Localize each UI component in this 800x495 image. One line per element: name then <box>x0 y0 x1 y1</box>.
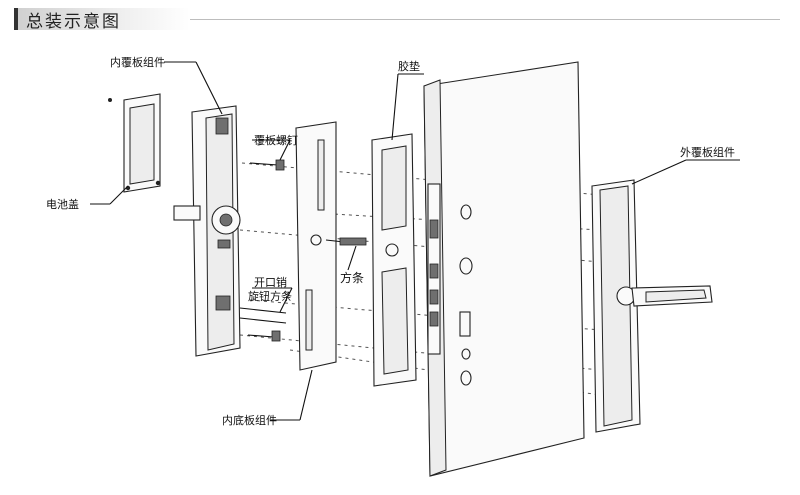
label-knob-square-bar: 旋钮方条 <box>248 289 292 303</box>
header-banner: 总装示意图 <box>14 8 190 32</box>
battery-cover-part <box>108 93 161 193</box>
label-inner-base-plate-assembly: 内底板组件 <box>222 413 277 427</box>
header-accent-bar <box>14 8 18 30</box>
label-opening-pin: 开口销 <box>254 275 287 289</box>
inner-base-plate-part <box>295 121 367 371</box>
page-title: 总装示意图 <box>26 11 121 32</box>
label-outer-cover-assembly: 外覆板组件 <box>680 145 735 159</box>
label-cover-screw: 覆板螺钉 <box>254 133 298 147</box>
label-gasket: 胶垫 <box>398 59 420 73</box>
inner-cover-part <box>173 105 241 357</box>
label-inner-cover-assembly: 内覆板组件 <box>110 55 165 69</box>
header-divider <box>190 19 780 20</box>
gasket-part <box>371 133 417 387</box>
leader-lines <box>90 61 740 421</box>
label-square-bar: 方条 <box>340 270 364 285</box>
outer-cover-part <box>591 179 713 433</box>
screws-and-pin <box>239 159 287 342</box>
door-part <box>423 61 585 477</box>
label-battery-cover: 电池盖 <box>46 197 79 211</box>
